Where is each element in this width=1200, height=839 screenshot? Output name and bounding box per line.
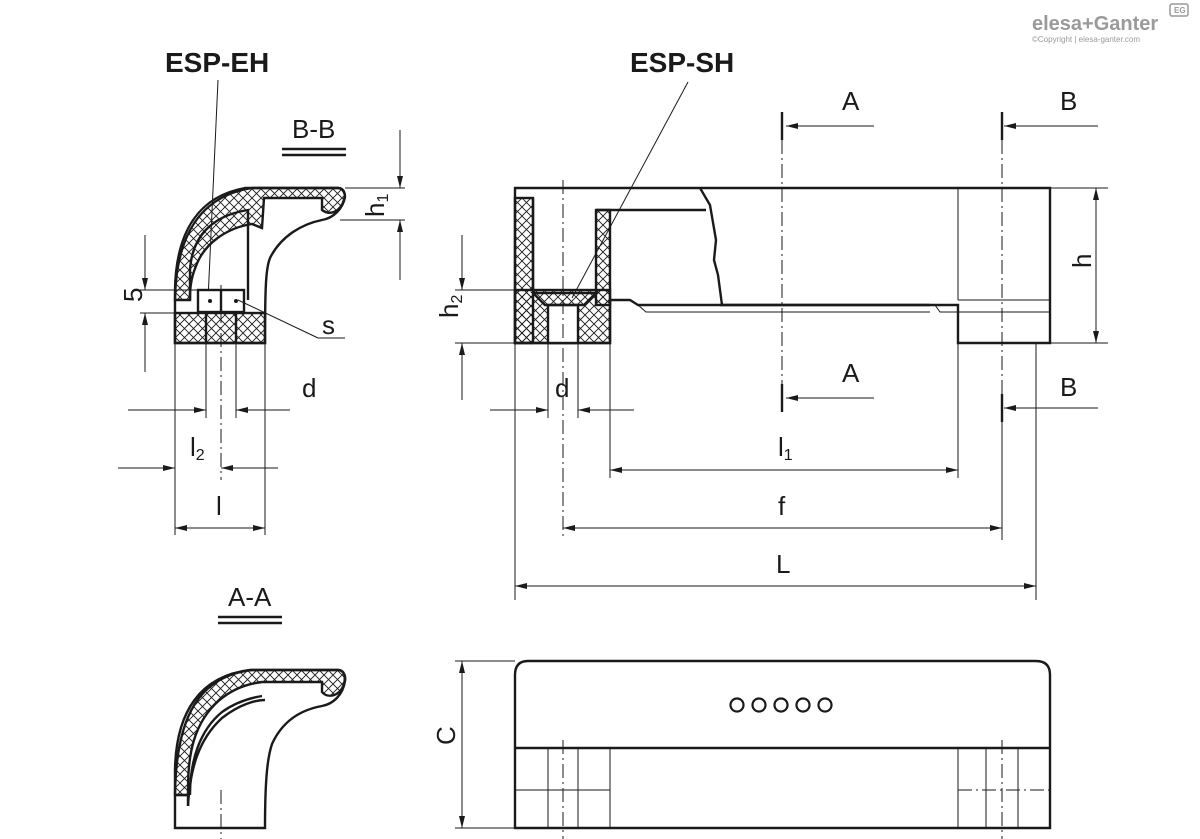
dim-label-5: 5 (118, 288, 148, 302)
dim-label-l2: l2 (190, 432, 205, 464)
dim-label-C: C (431, 726, 461, 745)
svg-text:l2: l2 (190, 432, 205, 464)
dim-label-l: l (216, 491, 222, 521)
svg-text:l1: l1 (778, 432, 793, 464)
dim-label-h2: h2 (434, 295, 466, 318)
section-arrow-a-bottom: A (842, 358, 860, 388)
section-a-a: A-A (173, 582, 347, 839)
section-arrow-b-bottom: B (1060, 372, 1077, 402)
dim-label-l1: l1 (778, 432, 793, 464)
section-arrow-b-top: B (1060, 86, 1077, 116)
svg-text:EG: EG (1174, 6, 1186, 15)
variant-label-esp-eh: ESP-EH (165, 47, 269, 78)
section-label-b-b: B-B (292, 114, 335, 144)
esp-eh-leader (207, 79, 219, 301)
variant-label-esp-sh: ESP-SH (630, 47, 734, 78)
brand-logo: elesa+Ganter EG ©Copyright | elesa-gante… (1032, 3, 1189, 44)
section-b-b: B-B h1 5 s (118, 114, 405, 535)
dim-label-f: f (778, 491, 786, 521)
dim-label-d-left: d (302, 373, 316, 403)
svg-text:©Copyright | elesa-ganter.com: ©Copyright | elesa-ganter.com (1032, 35, 1140, 44)
dim-label-d-right: d (555, 373, 569, 403)
front-view: A B A B h (434, 86, 1108, 600)
svg-text:elesa+Ganter: elesa+Ganter (1032, 13, 1158, 35)
dim-label-h1: h1 (360, 194, 392, 217)
section-arrow-a-top: A (842, 86, 860, 116)
svg-text:h2: h2 (434, 295, 466, 318)
dim-label-h: h (1067, 254, 1097, 268)
indicator-dots (729, 697, 833, 713)
section-label-a-a: A-A (228, 582, 272, 612)
dim-label-L: L (776, 549, 790, 579)
top-view: C (431, 659, 1052, 839)
esp-sh-leader (571, 81, 689, 299)
svg-text:h1: h1 (360, 194, 392, 217)
dim-label-s: s (322, 310, 335, 340)
